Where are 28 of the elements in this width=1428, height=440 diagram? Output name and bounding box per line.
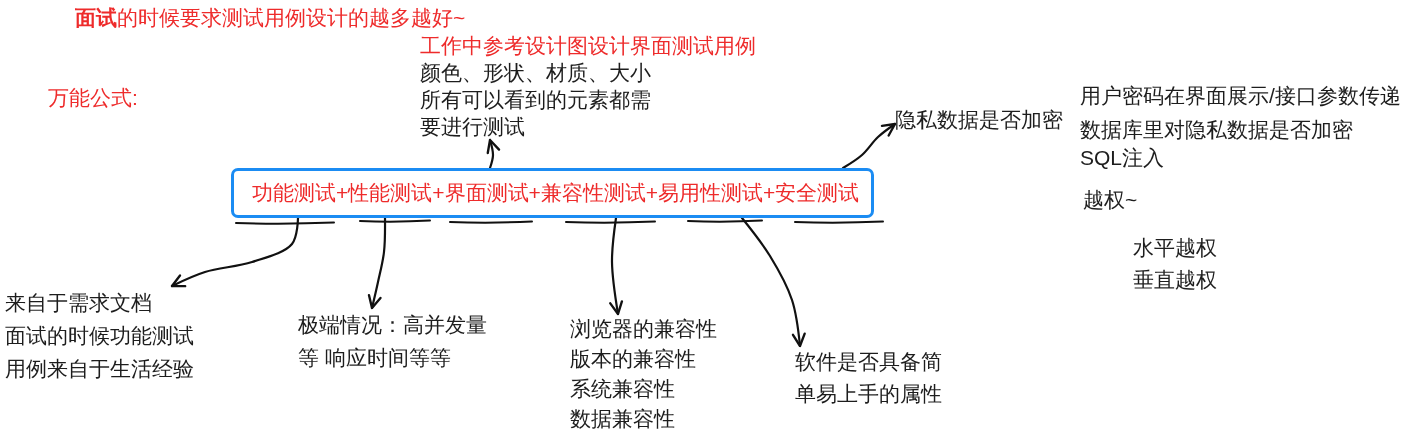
note-text: 隐私数据是否加密 bbox=[895, 106, 1063, 134]
title-text: 面试的时候要求测试用例设计的越多越好~ bbox=[75, 5, 466, 31]
note-text: SQL注入 bbox=[1080, 145, 1165, 171]
note-text: 极端情况：高并发量等 响应时间等等 bbox=[298, 308, 490, 374]
note-text: 浏览器的兼容性 bbox=[570, 316, 717, 342]
arrow bbox=[841, 122, 897, 170]
note-text: 版本的兼容性 bbox=[570, 346, 696, 372]
note-text: 万能公式: bbox=[48, 85, 138, 111]
arrow bbox=[740, 216, 806, 348]
formula-box bbox=[231, 168, 874, 218]
arrow bbox=[486, 138, 501, 170]
arrow bbox=[170, 216, 300, 288]
note-text: 数据兼容性 bbox=[570, 406, 675, 432]
formula-text: 功能测试+性能测试+界面测试+兼容性测试+易用性测试+安全测试 bbox=[252, 180, 860, 206]
note-text: 系统兼容性 bbox=[570, 376, 675, 402]
arrow bbox=[609, 216, 624, 316]
note-text: 面试的时候功能测试用例来自于生活经验 bbox=[5, 323, 195, 382]
note-text: 用户密码在界面展示/接口参数传递 bbox=[1080, 83, 1401, 109]
note-text: 软件是否具备简单易上手的属性 bbox=[795, 346, 945, 410]
note-text: 数据库里对隐私数据是否加密 bbox=[1080, 117, 1353, 143]
note-text: 所有可以看到的元素都需要进行测试 bbox=[420, 87, 652, 140]
heading-text: 工作中参考设计图设计界面测试用例 bbox=[420, 33, 756, 59]
note-text: 越权~ bbox=[1083, 187, 1138, 213]
arrow bbox=[367, 216, 387, 310]
note-text: 垂直越权 bbox=[1133, 267, 1217, 293]
note-text: 来自于需求文档 bbox=[5, 290, 152, 316]
note-text: 颜色、形状、材质、大小 bbox=[420, 60, 651, 86]
note-text: 水平越权 bbox=[1133, 235, 1217, 261]
